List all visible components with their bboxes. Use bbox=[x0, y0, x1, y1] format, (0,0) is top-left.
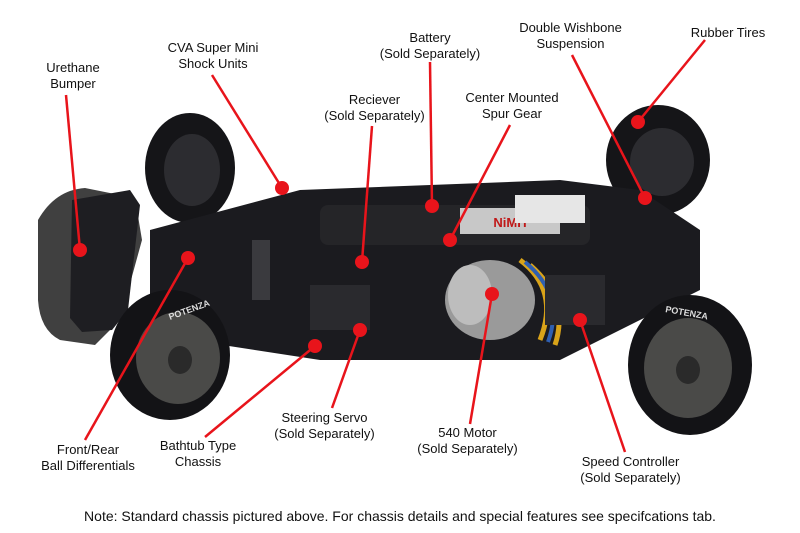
leader-line-urethane-bumper bbox=[64, 94, 82, 251]
leader-dot-motor bbox=[485, 287, 499, 301]
leader-dot-speed-controller bbox=[573, 313, 587, 327]
leader-line-double-wishbone bbox=[570, 54, 647, 199]
leader-line-motor bbox=[468, 293, 494, 425]
leader-line-steering-servo bbox=[330, 329, 362, 409]
leader-line-bathtub-chassis bbox=[204, 345, 316, 438]
leader-dot-differentials bbox=[181, 251, 195, 265]
battery-connector bbox=[515, 195, 585, 223]
leader-dot-urethane-bumper bbox=[73, 243, 87, 257]
leader-line-receiver bbox=[360, 125, 374, 263]
hub-rear-right bbox=[676, 356, 700, 384]
label-rubber-tires: Rubber Tires bbox=[690, 25, 766, 40]
label-steering-servo: Steering Servo(Sold Separately) bbox=[274, 410, 375, 441]
rim-rear-left bbox=[164, 134, 220, 206]
leader-lines bbox=[64, 39, 706, 453]
steering-servo-shape bbox=[310, 285, 370, 330]
motor-can bbox=[448, 265, 492, 325]
leader-line-cva-shock bbox=[210, 74, 284, 189]
label-battery: Battery(Sold Separately) bbox=[379, 30, 481, 61]
leader-line-speed-controller bbox=[578, 319, 627, 453]
leader-line-spur-gear bbox=[448, 124, 512, 241]
leader-line-rubber-tires bbox=[637, 39, 706, 123]
leader-line-battery bbox=[428, 61, 434, 207]
hub-front-left bbox=[168, 346, 192, 374]
leader-dot-double-wishbone bbox=[638, 191, 652, 205]
bumper-plate bbox=[70, 190, 140, 332]
leader-dot-cva-shock bbox=[275, 181, 289, 195]
label-receiver: Reciever(Sold Separately) bbox=[324, 92, 425, 123]
label-motor: 540 Motor(Sold Separately) bbox=[417, 425, 518, 456]
leader-dot-steering-servo bbox=[353, 323, 367, 337]
leader-dot-spur-gear bbox=[443, 233, 457, 247]
shock-unit-shape bbox=[252, 240, 270, 300]
leader-dot-battery bbox=[425, 199, 439, 213]
leader-dot-receiver bbox=[355, 255, 369, 269]
footnote: Note: Standard chassis pictured above. F… bbox=[84, 508, 716, 524]
label-speed-controller: Speed Controller(Sold Separately) bbox=[580, 454, 681, 485]
leader-dot-bathtub-chassis bbox=[308, 339, 322, 353]
leader-dot-rubber-tires bbox=[631, 115, 645, 129]
leader-line-differentials bbox=[83, 257, 190, 441]
rim-front-right bbox=[630, 128, 694, 196]
